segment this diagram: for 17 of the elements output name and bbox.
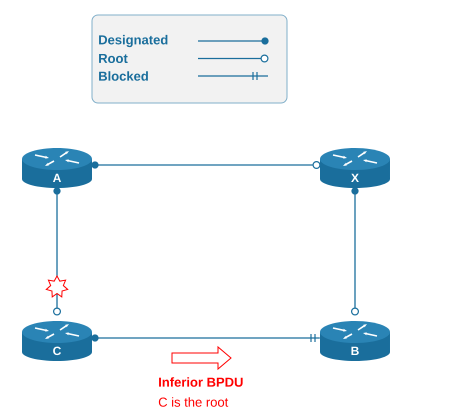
link-line (91, 334, 320, 342)
node-label: C (53, 346, 62, 356)
router: X (320, 148, 390, 188)
link-line (351, 187, 359, 316)
link-line (53, 187, 61, 316)
legend-label: Root (99, 54, 128, 64)
link-line (91, 161, 320, 169)
node-label: A (52, 174, 62, 182)
note-text: C is the root (158, 397, 228, 407)
node-label: X (351, 174, 359, 182)
note-text: Inferior BPDU (159, 377, 243, 387)
node-label: B (351, 346, 359, 355)
router: B (320, 321, 390, 361)
router: C (22, 321, 92, 361)
legend-label: Designated (99, 34, 168, 48)
legend-label: Blocked (99, 71, 148, 81)
router: A (22, 148, 92, 188)
